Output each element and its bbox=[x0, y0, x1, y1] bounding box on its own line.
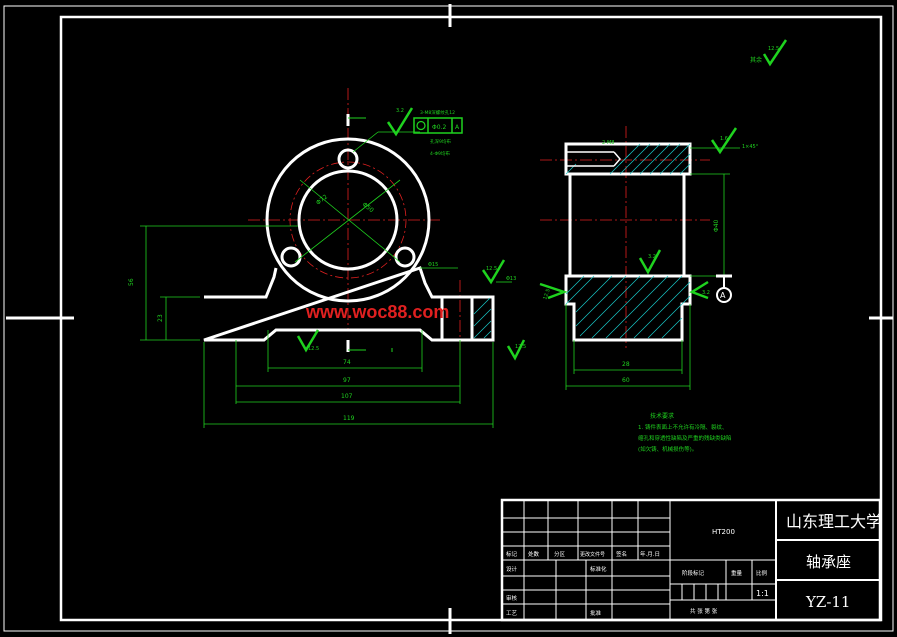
side-bore: Φ40 bbox=[713, 219, 720, 232]
dim-h-overall: 56 bbox=[128, 278, 135, 286]
tb-sign: 签名 bbox=[616, 550, 627, 558]
front-centerlines bbox=[248, 88, 461, 350]
side-rough-left: 12.5 bbox=[542, 288, 551, 301]
datum-a: A bbox=[716, 274, 732, 303]
roughness-icon-top bbox=[386, 107, 414, 137]
dia-inner-label: Φ50 bbox=[361, 201, 375, 214]
tech-notes-title: 技术要求 bbox=[650, 412, 674, 420]
roughness-icon-side-right bbox=[689, 280, 709, 300]
rough-side-value: 12.5 bbox=[515, 344, 526, 350]
side-dimension-lines bbox=[565, 147, 740, 390]
tech-notes-line2: 缩孔和穿透性缺陷及严重的残缺类缺陷 bbox=[638, 434, 732, 442]
side-w-inner: 28 bbox=[622, 361, 630, 368]
tech-notes-line1: 1. 铸件表面上不允许有冷隔、裂纹、 bbox=[638, 423, 728, 431]
tol-datum: A bbox=[455, 124, 460, 131]
tol-note-1: 3-M8深螺纹孔12 bbox=[420, 109, 455, 116]
tb-count: 处数 bbox=[528, 550, 540, 558]
roughness-icon-side-left bbox=[539, 282, 568, 300]
front-hatch bbox=[473, 297, 492, 339]
side-hatch-top bbox=[564, 142, 692, 176]
side-rough-mid: 3.2 bbox=[648, 254, 656, 260]
front-dimension-lines bbox=[140, 225, 512, 428]
side-outline bbox=[564, 174, 692, 342]
roughness-icon-side-mid bbox=[638, 249, 662, 275]
side-hatch-bottom bbox=[565, 275, 691, 339]
tb-change-doc: 更改文件号 bbox=[580, 551, 605, 558]
side-w-overall: 60 bbox=[622, 377, 630, 384]
side-rough-right: 3.2 bbox=[702, 290, 710, 296]
tol-note-2: 孔深9均布 bbox=[430, 138, 451, 145]
section-arrows bbox=[348, 117, 393, 352]
tb-part-name: 轴承座 bbox=[806, 553, 851, 571]
roughness-icon-right bbox=[481, 259, 506, 285]
corner-rough-label: 其余 bbox=[750, 56, 762, 64]
dim-107: 107 bbox=[341, 393, 353, 400]
tb-standardize: 标准化 bbox=[590, 565, 607, 573]
side-roughness-symbols bbox=[539, 127, 738, 300]
datum-letter: A bbox=[720, 291, 726, 300]
front-roughness-symbols bbox=[296, 107, 526, 361]
tb-date: 年.月.日 bbox=[640, 550, 660, 558]
dim-pos-tol: Φ15 bbox=[428, 262, 438, 268]
tb-review: 审核 bbox=[506, 594, 518, 602]
tb-university: 山东理工大学 bbox=[786, 512, 882, 531]
side-centerlines bbox=[540, 126, 710, 348]
dim-hole-small: Φ13 bbox=[506, 276, 516, 282]
tb-drawing-no: YZ-11 bbox=[805, 593, 850, 611]
rough-right-value: 12.5 bbox=[486, 266, 497, 272]
corner-roughness: 其余 12.5 bbox=[750, 39, 788, 67]
watermark: www.woc88.com bbox=[305, 302, 449, 322]
dim-h-base: 23 bbox=[157, 314, 164, 322]
roughness-icon-side-top bbox=[710, 127, 738, 155]
front-outline bbox=[203, 137, 495, 342]
rough-bottom-value: 12.5 bbox=[308, 346, 319, 352]
tech-notes-line3: (如欠铸、机械损伤等)。 bbox=[638, 445, 697, 453]
side-view: Φ40 28 60 1×45° 2-M8 1.6 3.2 12.5 3.2 A bbox=[539, 126, 759, 390]
tb-scale: 1:1 bbox=[756, 589, 769, 598]
roughness-icon-bottom bbox=[296, 329, 320, 353]
roughness-icon-side bbox=[506, 339, 526, 361]
side-depth: 2-M8 bbox=[602, 140, 614, 146]
tol-note-3: 4-Φ9均布 bbox=[430, 150, 450, 157]
dia-outer-label: Φ72 bbox=[315, 193, 329, 206]
sheet-border bbox=[3, 4, 894, 634]
tech-notes: 技术要求 1. 铸件表面上不允许有冷隔、裂纹、 缩孔和穿透性缺陷及严重的残缺类缺… bbox=[638, 412, 732, 453]
tb-material: HT200 bbox=[712, 528, 735, 536]
tb-design: 设计 bbox=[506, 565, 518, 573]
dim-97: 97 bbox=[343, 377, 351, 384]
tb-ratio: 比例 bbox=[756, 569, 768, 577]
title-block: 标记 处数 分区 更改文件号 签名 年.月.日 设计 标准化 审核 工艺 批准 … bbox=[500, 498, 882, 622]
tb-zone: 分区 bbox=[554, 550, 566, 558]
position-icon bbox=[416, 120, 426, 131]
tolerance-frame: Φ0.2 A 3-M8深螺纹孔12 孔深9均布 4-Φ9均布 bbox=[413, 109, 463, 157]
tb-stage-mark: 阶段标记 bbox=[682, 569, 705, 577]
front-view: Φ72 Φ50 Φ0.2 A 3-M8深螺纹孔12 孔深9均布 4-Φ9均布 3… bbox=[128, 88, 526, 428]
tb-sheets: 共 张 第 张 bbox=[690, 607, 718, 615]
front-diameter-leaders bbox=[294, 131, 420, 263]
tb-mark: 标记 bbox=[506, 550, 518, 558]
dim-overall: 119 bbox=[343, 415, 355, 422]
dim-slot: 74 bbox=[343, 359, 351, 366]
tol-value: Φ0.2 bbox=[432, 124, 446, 131]
rough-top-value: 3.2 bbox=[396, 108, 404, 114]
corner-rough-value: 12.5 bbox=[768, 46, 779, 52]
side-rough-top: 1.6 bbox=[720, 136, 728, 142]
side-chamfer: 1×45° bbox=[742, 144, 759, 150]
tb-process: 工艺 bbox=[506, 610, 518, 617]
tb-approve: 批准 bbox=[590, 609, 602, 617]
roughness-icon-corner bbox=[762, 39, 788, 67]
tb-weight: 重量 bbox=[731, 569, 743, 577]
